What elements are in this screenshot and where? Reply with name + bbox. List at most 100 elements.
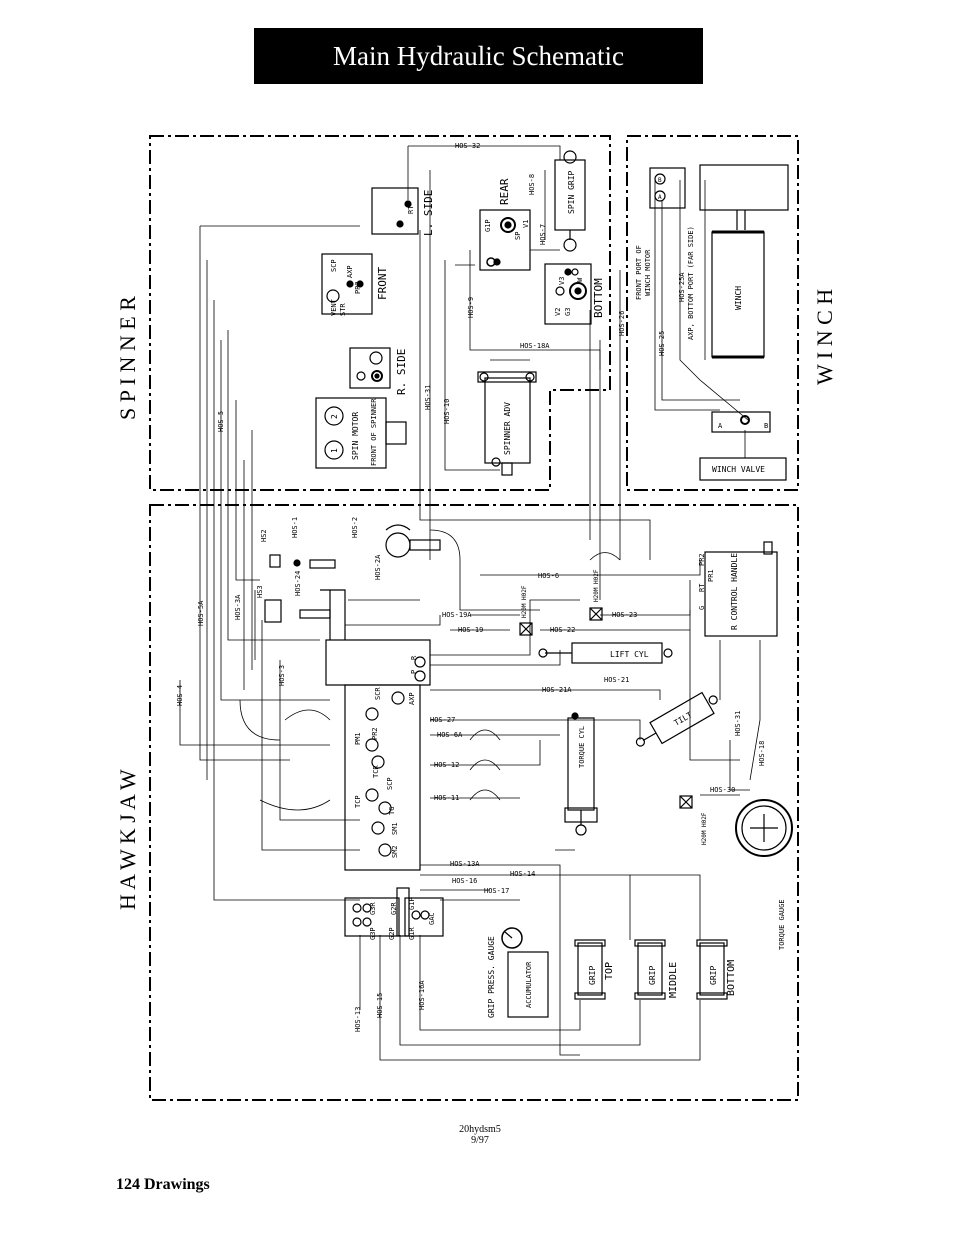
port-str-label: STR	[339, 303, 347, 316]
port-pr1-label: PR1	[707, 569, 715, 582]
valve-h20m-label-3: H20M H02F	[701, 812, 708, 845]
winch-components	[649, 164, 789, 481]
hose-label-16a: HOS-16A	[418, 980, 426, 1010]
winch-motor-port-b-label: B	[658, 177, 662, 184]
port-g3-label: G3	[564, 308, 572, 316]
winch-label: WINCH	[734, 286, 743, 310]
hose-label-7: HOS-7	[539, 224, 547, 245]
winch-border	[626, 135, 799, 491]
spinner-border	[149, 135, 611, 491]
r-side-valve-block	[349, 347, 391, 389]
port-sm2-label: SM2	[391, 845, 399, 858]
port-pr3-label: PR3	[354, 281, 362, 294]
grip-bottom-label: GRIP	[709, 966, 718, 985]
valve-h20m-label-1: H20M H02F	[521, 585, 528, 618]
grip-middle-label: GRIP	[648, 966, 657, 985]
port-g1r-label: G1R	[408, 927, 416, 940]
front-valve-block	[321, 253, 373, 315]
winch-motor-port-a-label: A	[658, 194, 662, 201]
port-one-label: 1	[330, 448, 339, 453]
port-w-label: W	[576, 277, 584, 282]
hose-label-6: HOS-6	[538, 572, 559, 580]
port-vent-label: VENT	[330, 298, 338, 316]
hose-label-30: HOS-30	[710, 786, 735, 794]
port-r-label: R	[410, 655, 418, 660]
winch-valve-label: WINCH VALVE	[712, 465, 765, 474]
grip-press-gauge-label: GRIP PRESS. GAUGE	[487, 936, 496, 1018]
port-g2p-label: G2P	[388, 927, 396, 940]
rear-valve-block	[479, 209, 531, 271]
drawing-code: 20hydsm5 9/97	[440, 1124, 520, 1146]
winch-port-a-label: A	[718, 422, 723, 430]
hose-label-5a: HOS-5A	[197, 600, 205, 626]
spinner-adv-label: SPINNER ADV	[503, 402, 512, 455]
port-v1-label: V1	[522, 220, 530, 228]
spinner-section-label: S P I N N E R	[115, 296, 140, 420]
l-side-valve	[371, 187, 419, 235]
r-control-handle-label: R CONTROL HANDLE	[730, 553, 739, 630]
port-tcp-label: TCP	[354, 795, 362, 808]
port-two-label: 2	[330, 414, 339, 419]
drawing-code-date: 9/97	[471, 1135, 489, 1146]
hose-label-21: HOS-21	[604, 676, 629, 684]
hose-label-23: HOS-23	[612, 611, 637, 619]
grip-middle-cylinder	[637, 942, 663, 996]
hose-label-10: HOS-10	[443, 399, 451, 424]
port-rt-label: RT	[407, 205, 415, 214]
hose-label-6a: HOS-6A	[437, 731, 463, 739]
drawing-code-name: 20hydsm5	[459, 1124, 501, 1135]
front-of-spinner-label: FRONT OF SPINNER	[370, 398, 378, 466]
port-gac-label: GAC	[428, 912, 436, 925]
hose-label-9: HOS-9	[467, 297, 475, 318]
hose-lines	[179, 145, 761, 1061]
hose-label-18a: HOS-18A	[520, 342, 550, 350]
l-side-label: L. SIDE	[422, 190, 435, 236]
hose-label-14: HOS-14	[510, 870, 535, 878]
winch-port-b-label: B	[764, 422, 768, 430]
hose-label-4: HOS-4	[176, 685, 184, 706]
hawkjaw-section-label: H A W K J A W	[115, 769, 140, 910]
grip-manifold-right	[404, 897, 444, 937]
hose-label-27: HOS-27	[430, 716, 455, 724]
middle-label: MIDDLE	[668, 962, 679, 998]
section-borders	[149, 135, 799, 1101]
grip-top-label: GRIP	[588, 966, 597, 985]
hose-label-17: HOS-17	[484, 887, 509, 895]
accumulator	[507, 951, 549, 1018]
port-g3p-label: G3P	[369, 927, 377, 940]
grip-manifold-left	[344, 897, 400, 937]
rear-label: REAR	[498, 178, 511, 205]
bottom-valve-block	[544, 263, 592, 325]
hose-label-12: HOS-12	[434, 761, 459, 769]
winch-motor	[649, 167, 686, 209]
hose-label-5: HOS-5	[217, 411, 225, 432]
page-title: Main Hydraulic Schematic	[254, 28, 703, 84]
hose-label-21a: HOS-21A	[542, 686, 572, 694]
main-manifold	[325, 639, 431, 686]
torque-gauge-label: TORQUE GAUGE	[778, 899, 786, 950]
hose-label-13: HOS-13	[354, 1007, 362, 1032]
grip-press-gauge-dial	[501, 927, 523, 949]
winch-section-label: W I N C H	[812, 289, 837, 385]
port-sm1-label: SM1	[391, 822, 399, 835]
front-label: FRONT	[376, 267, 389, 300]
hose-label-11: HOS-11	[434, 794, 459, 802]
hose-label-25: HOS-25	[658, 331, 666, 356]
spin-grip-label: SPIN GRIP	[567, 170, 576, 214]
hose-label-15: HOS-15	[376, 993, 384, 1018]
port-g1p-label: G1P	[484, 219, 492, 232]
port-hs3-label: HS3	[256, 585, 264, 598]
hose-label-2a: HOS-2A	[374, 554, 382, 580]
port-v3-label: V3	[558, 277, 566, 285]
hose-label-24: HOS-24	[294, 571, 302, 596]
hose-label-3a: HOS-3A	[234, 594, 242, 620]
port-axp-label: AXP	[346, 265, 354, 278]
hose-label-19: HOS-19	[458, 626, 483, 634]
manifold-column	[344, 684, 421, 871]
r-side-label: R. SIDE	[395, 349, 408, 395]
front-port-label: FRONT PORT OF	[635, 245, 643, 300]
torque-gauge-dial	[735, 799, 793, 857]
port-pm1-label: PM1	[354, 732, 362, 745]
winch-valve-body	[711, 411, 771, 433]
hose-labels: HOS-32 HOS-8 HOS-7 HOS-9 HOS-26 HOS-18A …	[176, 142, 766, 1032]
